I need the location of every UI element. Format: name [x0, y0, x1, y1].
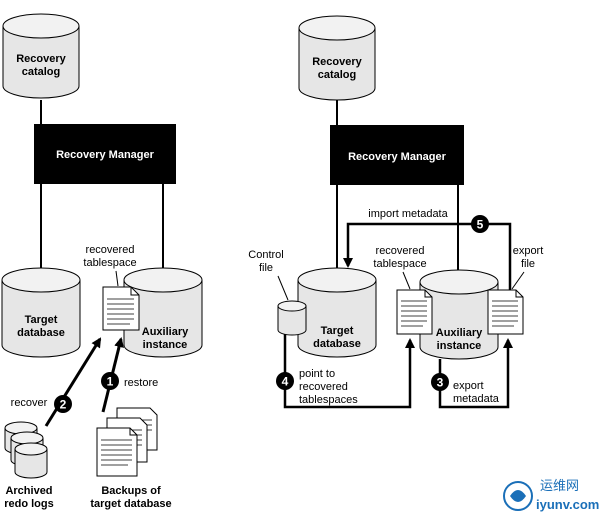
export-file-label-2: file — [521, 258, 535, 270]
control-file-label-1: Control — [248, 249, 283, 261]
step-5-number: 5 — [477, 218, 484, 232]
auxiliary-instance-cylinder: Auxiliary instance — [123, 267, 203, 358]
r-target-database-cylinder: Target database — [297, 267, 377, 358]
r-recovered-tablespace-document — [396, 289, 433, 335]
backups-label-1: Backups of — [101, 485, 161, 497]
recovered-tablespace-document — [102, 286, 140, 331]
point-to-arrow — [283, 334, 415, 409]
backups-label-2: target database — [90, 498, 171, 510]
recovery-catalog-label-2: catalog — [22, 66, 61, 78]
export-metadata-label-2: metadata — [453, 393, 500, 405]
step-3-number: 3 — [437, 376, 444, 390]
r-recovered-tablespace-leader — [402, 271, 411, 290]
restore-label: restore — [124, 377, 158, 389]
watermark-logo-mark — [510, 490, 526, 502]
watermark-url: iyunv.com — [536, 497, 599, 512]
r-recovery-catalog-cylinder: Recovery catalog — [298, 15, 376, 101]
control-file-leader — [277, 275, 289, 301]
recovery-catalog-label-1: Recovery — [16, 53, 66, 65]
recovered-tablespace-leader — [115, 270, 119, 287]
step-1-badge — [101, 372, 119, 390]
target-database-cylinder: Target database — [1, 267, 81, 358]
point-to-label-3: tablespaces — [299, 394, 358, 406]
target-database-label-1: Target — [25, 314, 58, 326]
r-recovery-catalog-label-1: Recovery — [312, 56, 362, 68]
recover-label: recover — [11, 397, 48, 409]
watermark-cn: 运维网 — [540, 478, 579, 493]
point-to-label-1: point to — [299, 368, 335, 380]
step-4-badge — [276, 372, 294, 390]
step-3-badge — [431, 373, 449, 391]
auxiliary-instance-label-2: instance — [143, 339, 188, 351]
recovery-manager-label: Recovery Manager — [56, 149, 155, 161]
r-recovery-manager-box — [330, 125, 464, 185]
watermark: 运维网 iyunv.com — [503, 478, 599, 512]
r-recovery-manager-label: Recovery Manager — [348, 151, 447, 163]
step-2-number: 2 — [60, 398, 67, 412]
r-recovered-tablespace-label-1: recovered — [376, 245, 425, 257]
watermark-logo-icon — [503, 481, 533, 511]
step-5-badge — [471, 215, 489, 233]
export-metadata-label-1: export — [453, 380, 484, 392]
r-auxiliary-instance-label-1: Auxiliary — [436, 327, 483, 339]
r-recovery-catalog-label-2: catalog — [318, 69, 357, 81]
target-database-label-2: database — [17, 327, 65, 339]
r-target-database-label-1: Target — [321, 325, 354, 337]
r-recovered-tablespace-label-2: tablespace — [373, 258, 426, 270]
recovery-catalog-cylinder: Recovery catalog — [2, 13, 80, 99]
step-4-number: 4 — [282, 375, 289, 389]
r-auxiliary-instance-label-2: instance — [437, 340, 482, 352]
recover-arrow — [44, 337, 102, 427]
control-file-label-2: file — [259, 262, 273, 274]
export-file-leader — [511, 271, 525, 290]
import-metadata-label: import metadata — [368, 208, 448, 220]
point-to-label-2: recovered — [299, 381, 348, 393]
recovered-tablespace-label-2: tablespace — [83, 257, 136, 269]
step-1-number: 1 — [107, 375, 114, 389]
export-file-label-1: export — [513, 245, 544, 257]
auxiliary-instance-label-1: Auxiliary — [142, 326, 189, 338]
archived-redo-logs-icon — [4, 421, 48, 479]
r-target-database-label-2: database — [313, 338, 361, 350]
r-auxiliary-instance-cylinder: Auxiliary instance — [419, 269, 499, 360]
step-2-badge — [54, 395, 72, 413]
recovered-tablespace-label-1: recovered — [86, 244, 135, 256]
archived-redo-logs-label-2: redo logs — [4, 498, 54, 510]
backups-documents-icon — [96, 407, 158, 477]
left-diagram: Recovery catalog Recovery Manager Target… — [1, 13, 203, 510]
right-diagram: Recovery catalog Recovery Manager Target… — [248, 15, 544, 409]
export-file-document — [487, 289, 524, 335]
import-metadata-arrow — [343, 222, 512, 290]
control-file-cylinder — [277, 300, 307, 336]
archived-redo-logs-label-1: Archived — [5, 485, 52, 497]
recovery-manager-box — [34, 124, 176, 184]
